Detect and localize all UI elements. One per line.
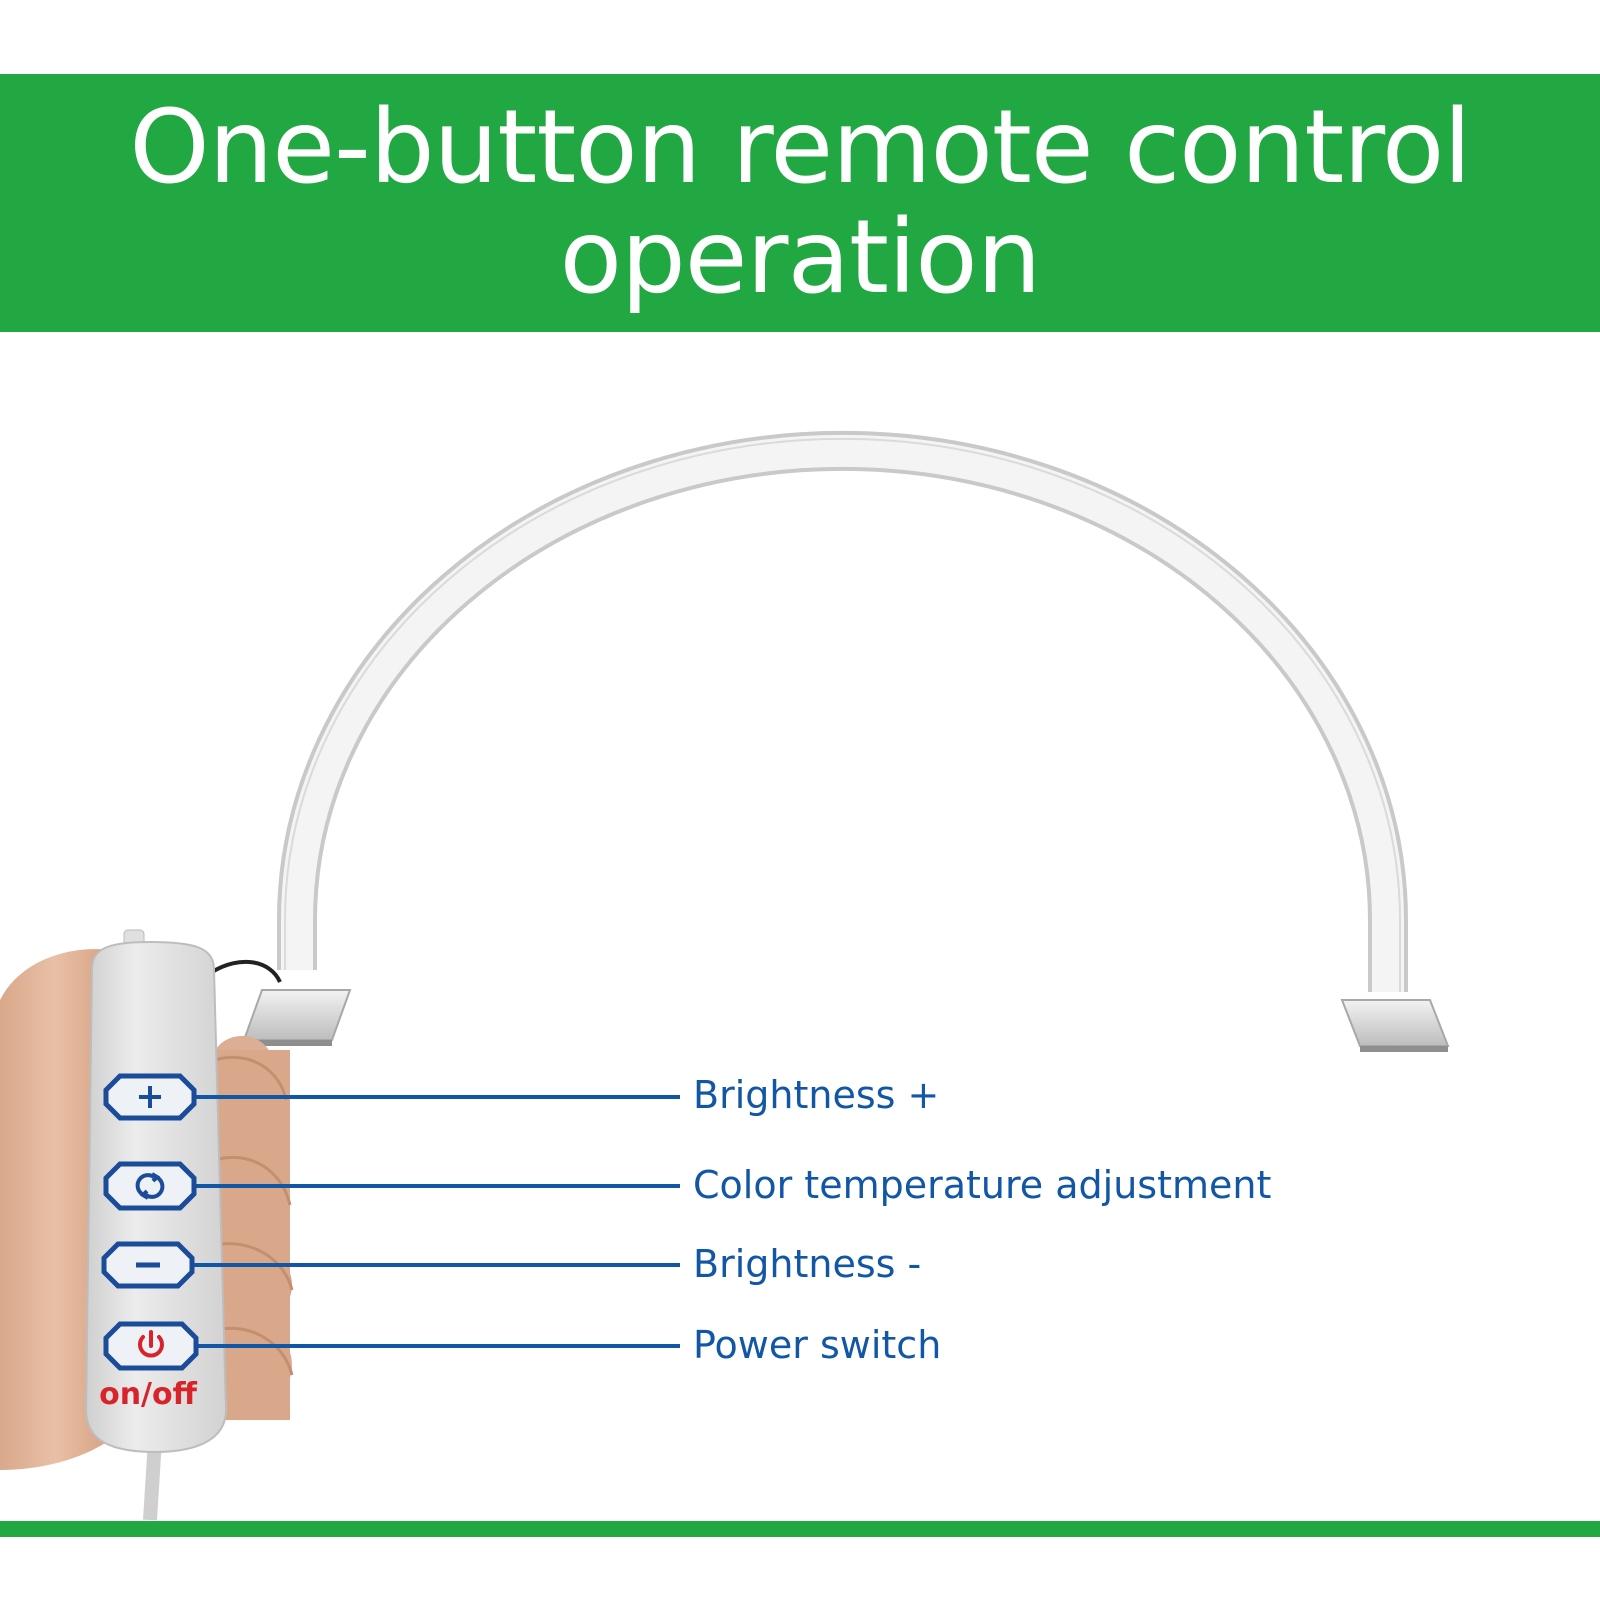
bottom-cable — [143, 1439, 162, 1521]
callout-brightness-minus: Brightness - — [693, 1242, 922, 1286]
refresh-icon — [135, 1172, 165, 1200]
title-line-1: One-button remote control — [129, 88, 1471, 207]
title-banner: One-button remote control operation — [0, 74, 1600, 332]
title-line-2: operation — [559, 198, 1042, 317]
callout-power-switch: Power switch — [693, 1323, 942, 1367]
remote-button-plus[interactable] — [103, 1073, 197, 1121]
lamp-base-right — [1340, 999, 1450, 1052]
callout-lines — [194, 1095, 680, 1348]
remote-button-color[interactable] — [103, 1161, 197, 1211]
onoff-label: on/off — [99, 1377, 198, 1412]
bottom-divider — [0, 1521, 1600, 1537]
remote-button-power[interactable] — [103, 1321, 199, 1371]
plus-icon — [139, 1086, 161, 1108]
power-cable — [210, 959, 282, 983]
lamp-arc — [277, 431, 1408, 992]
power-icon — [138, 1330, 164, 1358]
callout-color-temperature: Color temperature adjustment — [693, 1163, 1272, 1207]
callout-brightness-plus: Brightness + — [693, 1073, 940, 1117]
remote-button-minus[interactable] — [101, 1241, 195, 1289]
lamp-base-left — [242, 989, 352, 1046]
